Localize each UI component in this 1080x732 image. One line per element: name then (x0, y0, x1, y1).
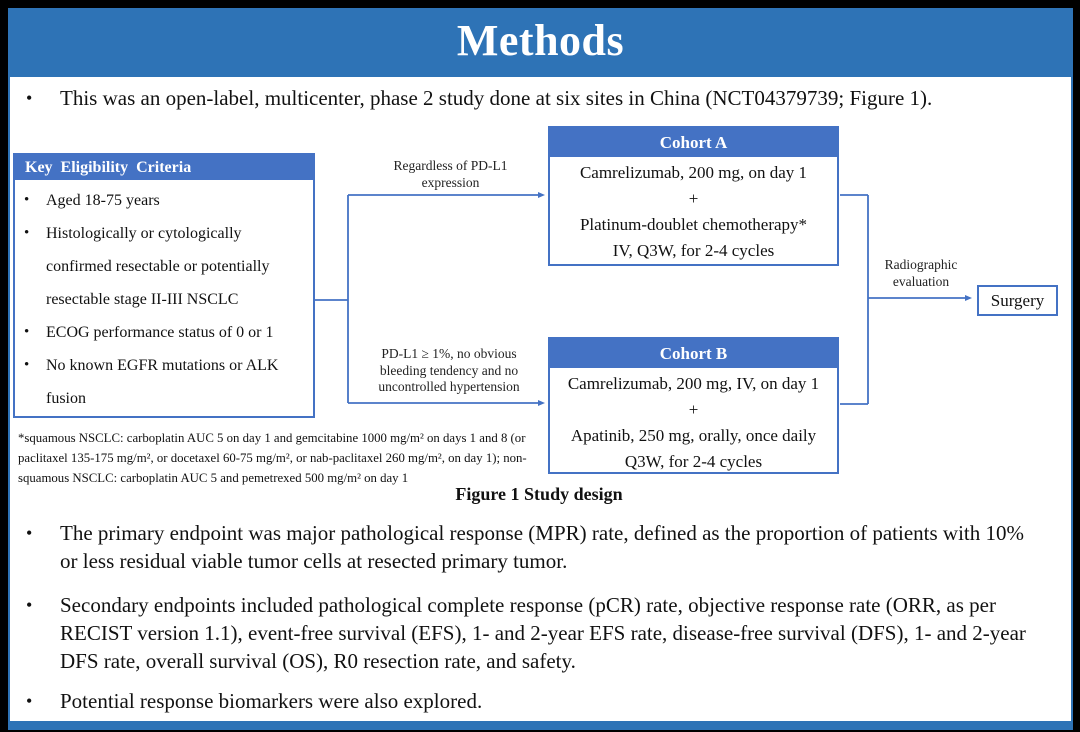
cohort-a-line: Platinum-doublet chemotherapy* (579, 215, 808, 234)
intro-bullet: • This was an open-label, multicenter, p… (26, 84, 1040, 112)
bullet-dot: • (26, 88, 33, 108)
bullet-dot: • (26, 595, 33, 615)
cohort-b-body: Camrelizumab, 200 mg, IV, on day 1 + Apa… (550, 368, 837, 475)
eligibility-item: Histologically or cytologically confirme… (15, 217, 305, 316)
surgery-box: Surgery (977, 285, 1058, 316)
chemotherapy-footnote: *squamous NSCLC: carboplatin AUC 5 on da… (18, 431, 527, 485)
eligibility-item: ECOG performance status of 0 or 1 (15, 316, 305, 349)
bullet-dot: • (26, 523, 33, 543)
biomarkers-bullet: • Potential response biomarkers were als… (26, 687, 1042, 715)
cohort-b-line: Q3W, for 2-4 cycles (624, 452, 763, 471)
primary-endpoint-text: The primary endpoint was major pathologi… (60, 521, 1025, 573)
condition-label-cohort-b: PD-L1 ≥ 1%, no obvious bleeding tendency… (378, 346, 520, 394)
cohort-b-box: Cohort B Camrelizumab, 200 mg, IV, on da… (548, 337, 839, 474)
surgery-label: Surgery (990, 291, 1045, 310)
cohort-a-box: Cohort A Camrelizumab, 200 mg, on day 1 … (548, 126, 839, 266)
condition-label-cohort-a: Regardless of PD-L1 expression (393, 158, 508, 190)
secondary-endpoints-bullet: • Secondary endpoints included pathologi… (26, 591, 1042, 675)
eligibility-box: Key Eligibility Criteria Aged 18-75 year… (13, 153, 315, 418)
bullet-dot: • (26, 691, 33, 711)
page-title: Methods (456, 16, 625, 65)
cohort-b-line: + (688, 400, 699, 419)
biomarkers-text: Potential response biomarkers were also … (60, 689, 483, 713)
cohort-a-line: Camrelizumab, 200 mg, on day 1 (579, 163, 808, 182)
cohort-b-line: Camrelizumab, 200 mg, IV, on day 1 (567, 374, 820, 393)
figure-caption: Figure 1 Study design (455, 484, 623, 504)
cohort-a-line: + (688, 189, 699, 208)
cohort-a-body: Camrelizumab, 200 mg, on day 1 + Platinu… (550, 157, 837, 264)
radiographic-evaluation-label: Radiographic evaluation (884, 257, 958, 289)
eligibility-item: Aged 18-75 years (15, 184, 305, 217)
primary-endpoint-bullet: • The primary endpoint was major patholo… (26, 519, 1042, 575)
secondary-endpoints-text: Secondary endpoints included pathologica… (60, 593, 1026, 673)
cohort-a-line: IV, Q3W, for 2-4 cycles (612, 241, 775, 260)
cohort-b-header: Cohort B (550, 339, 837, 368)
eligibility-item: No known EGFR mutations or ALK fusion (15, 349, 305, 415)
cohort-a-header: Cohort A (550, 128, 837, 157)
intro-bullet-text: This was an open-label, multicenter, pha… (60, 86, 933, 110)
eligibility-list: Aged 18-75 years Histologically or cytol… (15, 180, 313, 415)
title-bar: Methods (8, 8, 1073, 77)
cohort-b-line: Apatinib, 250 mg, orally, once daily (570, 426, 817, 445)
eligibility-header: Key Eligibility Criteria (15, 155, 313, 180)
